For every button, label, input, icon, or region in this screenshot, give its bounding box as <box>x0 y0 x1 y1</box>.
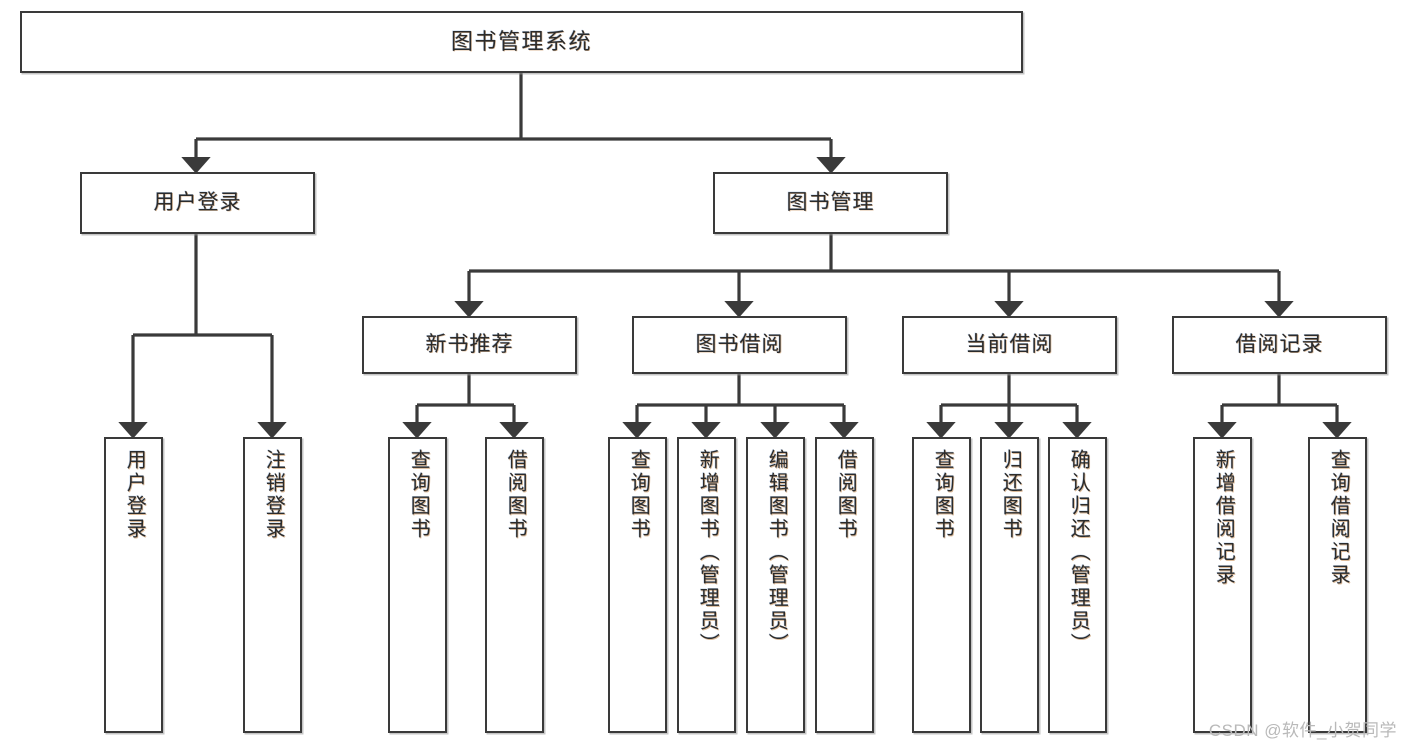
node-label: 当前借阅 <box>965 333 1054 357</box>
node-label: 新书推荐 <box>425 333 514 357</box>
node-label: 查询图书 <box>931 449 954 541</box>
leaf-record-add-record[interactable]: 新增借阅记录 <box>1193 437 1252 733</box>
leaf-borrow-query-book[interactable]: 查询图书 <box>608 437 667 733</box>
leaf-current-return-book[interactable]: 归还图书 <box>980 437 1039 733</box>
leaf-recommend-query-book[interactable]: 查询图书 <box>388 437 447 733</box>
node-label: 图书管理 <box>786 191 875 215</box>
node-current-borrow[interactable]: 当前借阅 <box>902 316 1117 374</box>
leaf-borrow-borrow-book[interactable]: 借阅图书 <box>815 437 874 733</box>
leaf-recommend-borrow-book[interactable]: 借阅图书 <box>485 437 544 733</box>
node-label: 查询图书 <box>407 449 430 541</box>
node-label: 借阅图书 <box>504 449 527 541</box>
leaf-user-login-logout[interactable]: 注销登录 <box>243 437 302 733</box>
leaf-user-login-login[interactable]: 用户登录 <box>104 437 163 733</box>
leaf-current-query-book[interactable]: 查询图书 <box>912 437 971 733</box>
leaf-current-confirm-return-admin[interactable]: 确认归还（管理员） <box>1048 437 1107 733</box>
node-label: 用户登录 <box>123 449 146 541</box>
node-new-book-recommend[interactable]: 新书推荐 <box>362 316 577 374</box>
node-book-management[interactable]: 图书管理 <box>713 172 948 234</box>
node-label: 图书管理系统 <box>450 28 592 54</box>
leaf-record-query-record[interactable]: 查询借阅记录 <box>1308 437 1367 733</box>
node-label: 编辑图书（管理员） <box>765 449 788 656</box>
node-borrow-record[interactable]: 借阅记录 <box>1172 316 1387 374</box>
node-label: 借阅记录 <box>1235 333 1324 357</box>
node-label: 新增图书（管理员） <box>696 449 719 656</box>
node-label: 查询借阅记录 <box>1327 449 1350 587</box>
node-label: 注销登录 <box>262 449 285 541</box>
node-label: 新增借阅记录 <box>1212 449 1235 587</box>
node-label: 借阅图书 <box>834 449 857 541</box>
csdn-watermark: CSDN @软件_小贺同学 <box>1208 721 1397 740</box>
node-book-borrow[interactable]: 图书借阅 <box>632 316 847 374</box>
node-user-login[interactable]: 用户登录 <box>80 172 315 234</box>
node-label: 确认归还（管理员） <box>1067 449 1090 656</box>
leaf-borrow-edit-book-admin[interactable]: 编辑图书（管理员） <box>746 437 805 733</box>
node-root-system[interactable]: 图书管理系统 <box>20 11 1023 73</box>
node-label: 用户登录 <box>153 191 242 215</box>
node-label: 图书借阅 <box>695 333 784 357</box>
node-label: 归还图书 <box>999 449 1022 541</box>
node-label: 查询图书 <box>627 449 650 541</box>
leaf-borrow-add-book-admin[interactable]: 新增图书（管理员） <box>677 437 736 733</box>
